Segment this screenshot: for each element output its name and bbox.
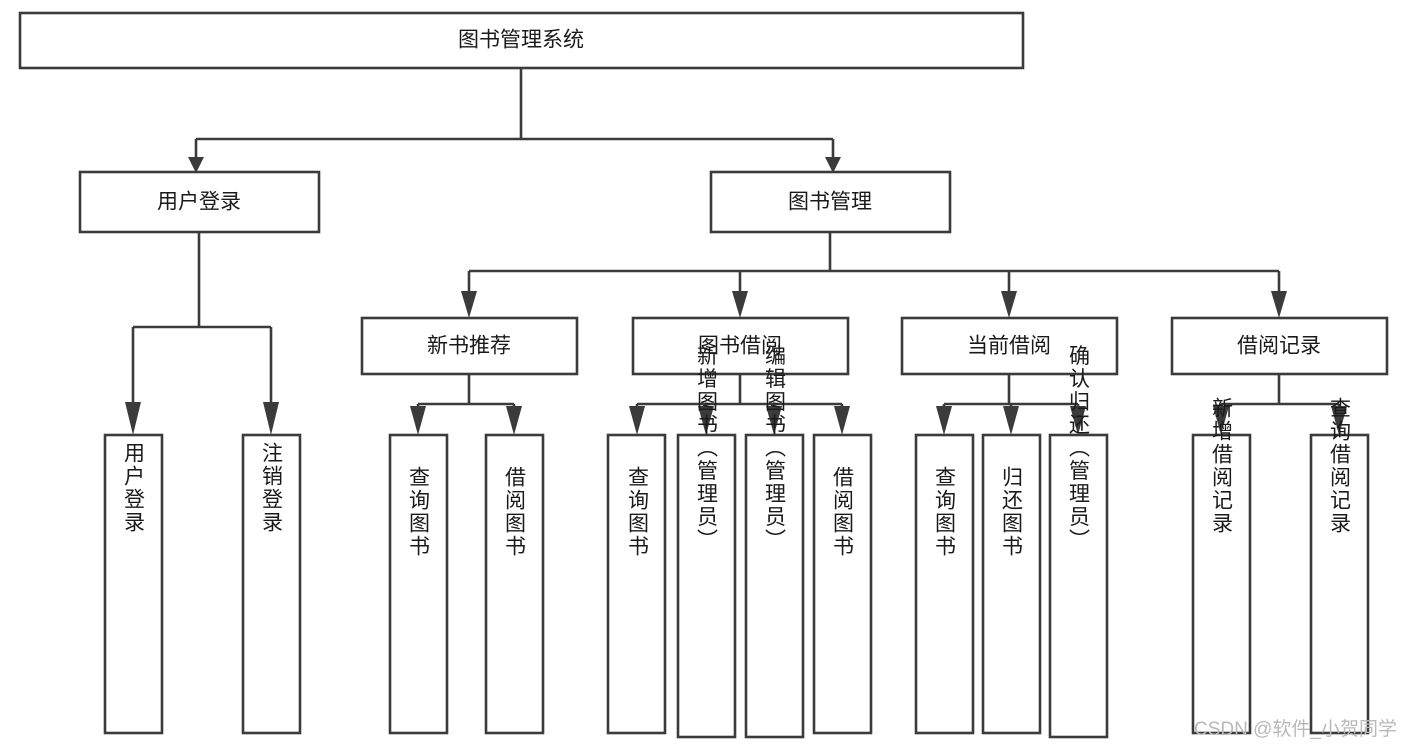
node-leaf-query-book-2-box[interactable] [606, 433, 667, 735]
arrowhead-leaf-confirm-return [1070, 406, 1086, 435]
node-borrow-record-label: 借阅记录 [1237, 335, 1321, 358]
node-root[interactable]: 图书管理系统 [18, 11, 1025, 70]
node-leaf-borrow-book-2-label: 借阅图书 [831, 466, 855, 558]
node-leaf-logout-box[interactable] [241, 433, 302, 735]
node-leaf-query-book-1[interactable]: 查询图书 [388, 433, 449, 735]
node-root-label: 图书管理系统 [458, 29, 584, 52]
node-book-borrow-label: 图书借阅 [698, 335, 782, 358]
node-leaf-query-record[interactable]: 查询借阅记录 [1309, 397, 1370, 735]
node-leaf-edit-book-box[interactable] [744, 433, 805, 739]
csdn-watermark: CSDN @软件_小贺同学 [1194, 719, 1397, 740]
arrowhead-leaf-return-book [1003, 406, 1019, 435]
node-leaf-borrow-book-1[interactable]: 借阅图书 [484, 433, 545, 735]
node-leaf-edit-book[interactable]: 编辑图书（管理员） [744, 345, 805, 739]
arrowhead-bookborrow [732, 291, 748, 318]
node-book-borrow[interactable]: 图书借阅 [631, 316, 850, 376]
arrowhead-leaf-edit-book [766, 406, 782, 435]
arrowhead-newbook [461, 291, 477, 318]
node-leaf-query-book-3-box[interactable] [914, 433, 975, 735]
node-current-borrow-label: 当前借阅 [967, 335, 1051, 358]
arrowhead-leaf-add-book [698, 406, 714, 435]
node-root-box[interactable] [18, 11, 1025, 70]
node-leaf-add-book-box[interactable] [676, 433, 737, 739]
arrowhead-leaf-query-book-2 [629, 406, 645, 435]
arrowhead-leaf-query-book-1 [410, 406, 426, 435]
node-leaf-confirm-return-label: 确认归还（管理员） [1067, 345, 1091, 552]
node-leaf-borrow-book-1-label: 借阅图书 [503, 466, 527, 558]
node-user-login-box[interactable] [78, 170, 321, 234]
arrowhead-leaf-borrow-book-1 [506, 406, 522, 435]
node-leaf-borrow-book-2[interactable]: 借阅图书 [812, 433, 873, 735]
node-leaf-return-book-box[interactable] [981, 433, 1042, 735]
node-new-book-recommend-label: 新书推荐 [427, 335, 511, 358]
node-new-book-recommend-box[interactable] [360, 316, 579, 376]
arrowhead-leaf-query-record [1331, 406, 1347, 435]
node-leaf-query-book-2[interactable]: 查询图书 [606, 433, 667, 735]
node-current-borrow[interactable]: 当前借阅 [900, 316, 1119, 376]
node-leaf-query-book-2-label: 查询图书 [626, 466, 650, 558]
node-leaf-add-book[interactable]: 新增图书（管理员） [676, 345, 737, 739]
node-leaf-user-login[interactable]: 用户登录 [103, 433, 164, 735]
arrowhead-leaf-query-book-3 [936, 406, 952, 435]
arrowhead-leaf-borrow-book-2 [834, 406, 850, 435]
node-borrow-record[interactable]: 借阅记录 [1170, 316, 1389, 376]
node-leaf-borrow-book-1-box[interactable] [484, 433, 545, 735]
node-book-management-label: 图书管理 [788, 191, 872, 214]
arrowhead-leaf-user-login [125, 402, 141, 435]
node-book-borrow-box[interactable] [631, 316, 850, 376]
node-borrow-record-box[interactable] [1170, 316, 1389, 376]
arrowhead-currentborrow [1001, 291, 1017, 318]
edges-group [125, 68, 1347, 435]
node-leaf-query-book-1-label: 查询图书 [407, 466, 431, 558]
node-leaf-add-record-box[interactable] [1191, 433, 1252, 735]
node-leaf-query-record-box[interactable] [1309, 433, 1370, 735]
node-leaf-logout-label: 注销登录 [260, 442, 284, 534]
node-leaf-add-record-label: 新增借阅记录 [1210, 397, 1234, 535]
node-book-management[interactable]: 图书管理 [709, 170, 952, 234]
node-book-management-box[interactable] [709, 170, 952, 234]
arrowhead-leaf-add-record [1213, 406, 1229, 435]
node-leaf-add-record[interactable]: 新增借阅记录 [1191, 397, 1252, 735]
arrowhead-bookmgmt [825, 157, 841, 173]
node-leaf-user-login-label: 用户登录 [122, 442, 146, 534]
node-leaf-logout[interactable]: 注销登录 [241, 433, 302, 735]
node-leaf-query-book-3-label: 查询图书 [933, 466, 957, 558]
arrowhead-leaf-logout [263, 402, 279, 435]
node-user-login-label: 用户登录 [157, 191, 241, 214]
node-leaf-return-book[interactable]: 归还图书 [981, 433, 1042, 735]
node-new-book-recommend[interactable]: 新书推荐 [360, 316, 579, 376]
node-leaf-confirm-return-box[interactable] [1048, 433, 1109, 739]
node-leaf-query-record-label: 查询借阅记录 [1328, 397, 1352, 535]
arrowhead-userlogin [188, 157, 204, 173]
node-user-login[interactable]: 用户登录 [78, 170, 321, 234]
node-leaf-borrow-book-2-box[interactable] [812, 433, 873, 735]
arrowhead-borrowrecord [1271, 291, 1287, 318]
node-leaf-return-book-label: 归还图书 [1000, 466, 1024, 558]
node-leaf-query-book-1-box[interactable] [388, 433, 449, 735]
node-current-borrow-box[interactable] [900, 316, 1119, 376]
node-leaf-query-book-3[interactable]: 查询图书 [914, 433, 975, 735]
node-leaf-confirm-return[interactable]: 确认归还（管理员） [1048, 345, 1109, 739]
node-leaf-user-login-box[interactable] [103, 433, 164, 735]
node-leaf-edit-book-label: 编辑图书（管理员） [763, 345, 787, 552]
node-leaf-add-book-label: 新增图书（管理员） [695, 345, 719, 552]
